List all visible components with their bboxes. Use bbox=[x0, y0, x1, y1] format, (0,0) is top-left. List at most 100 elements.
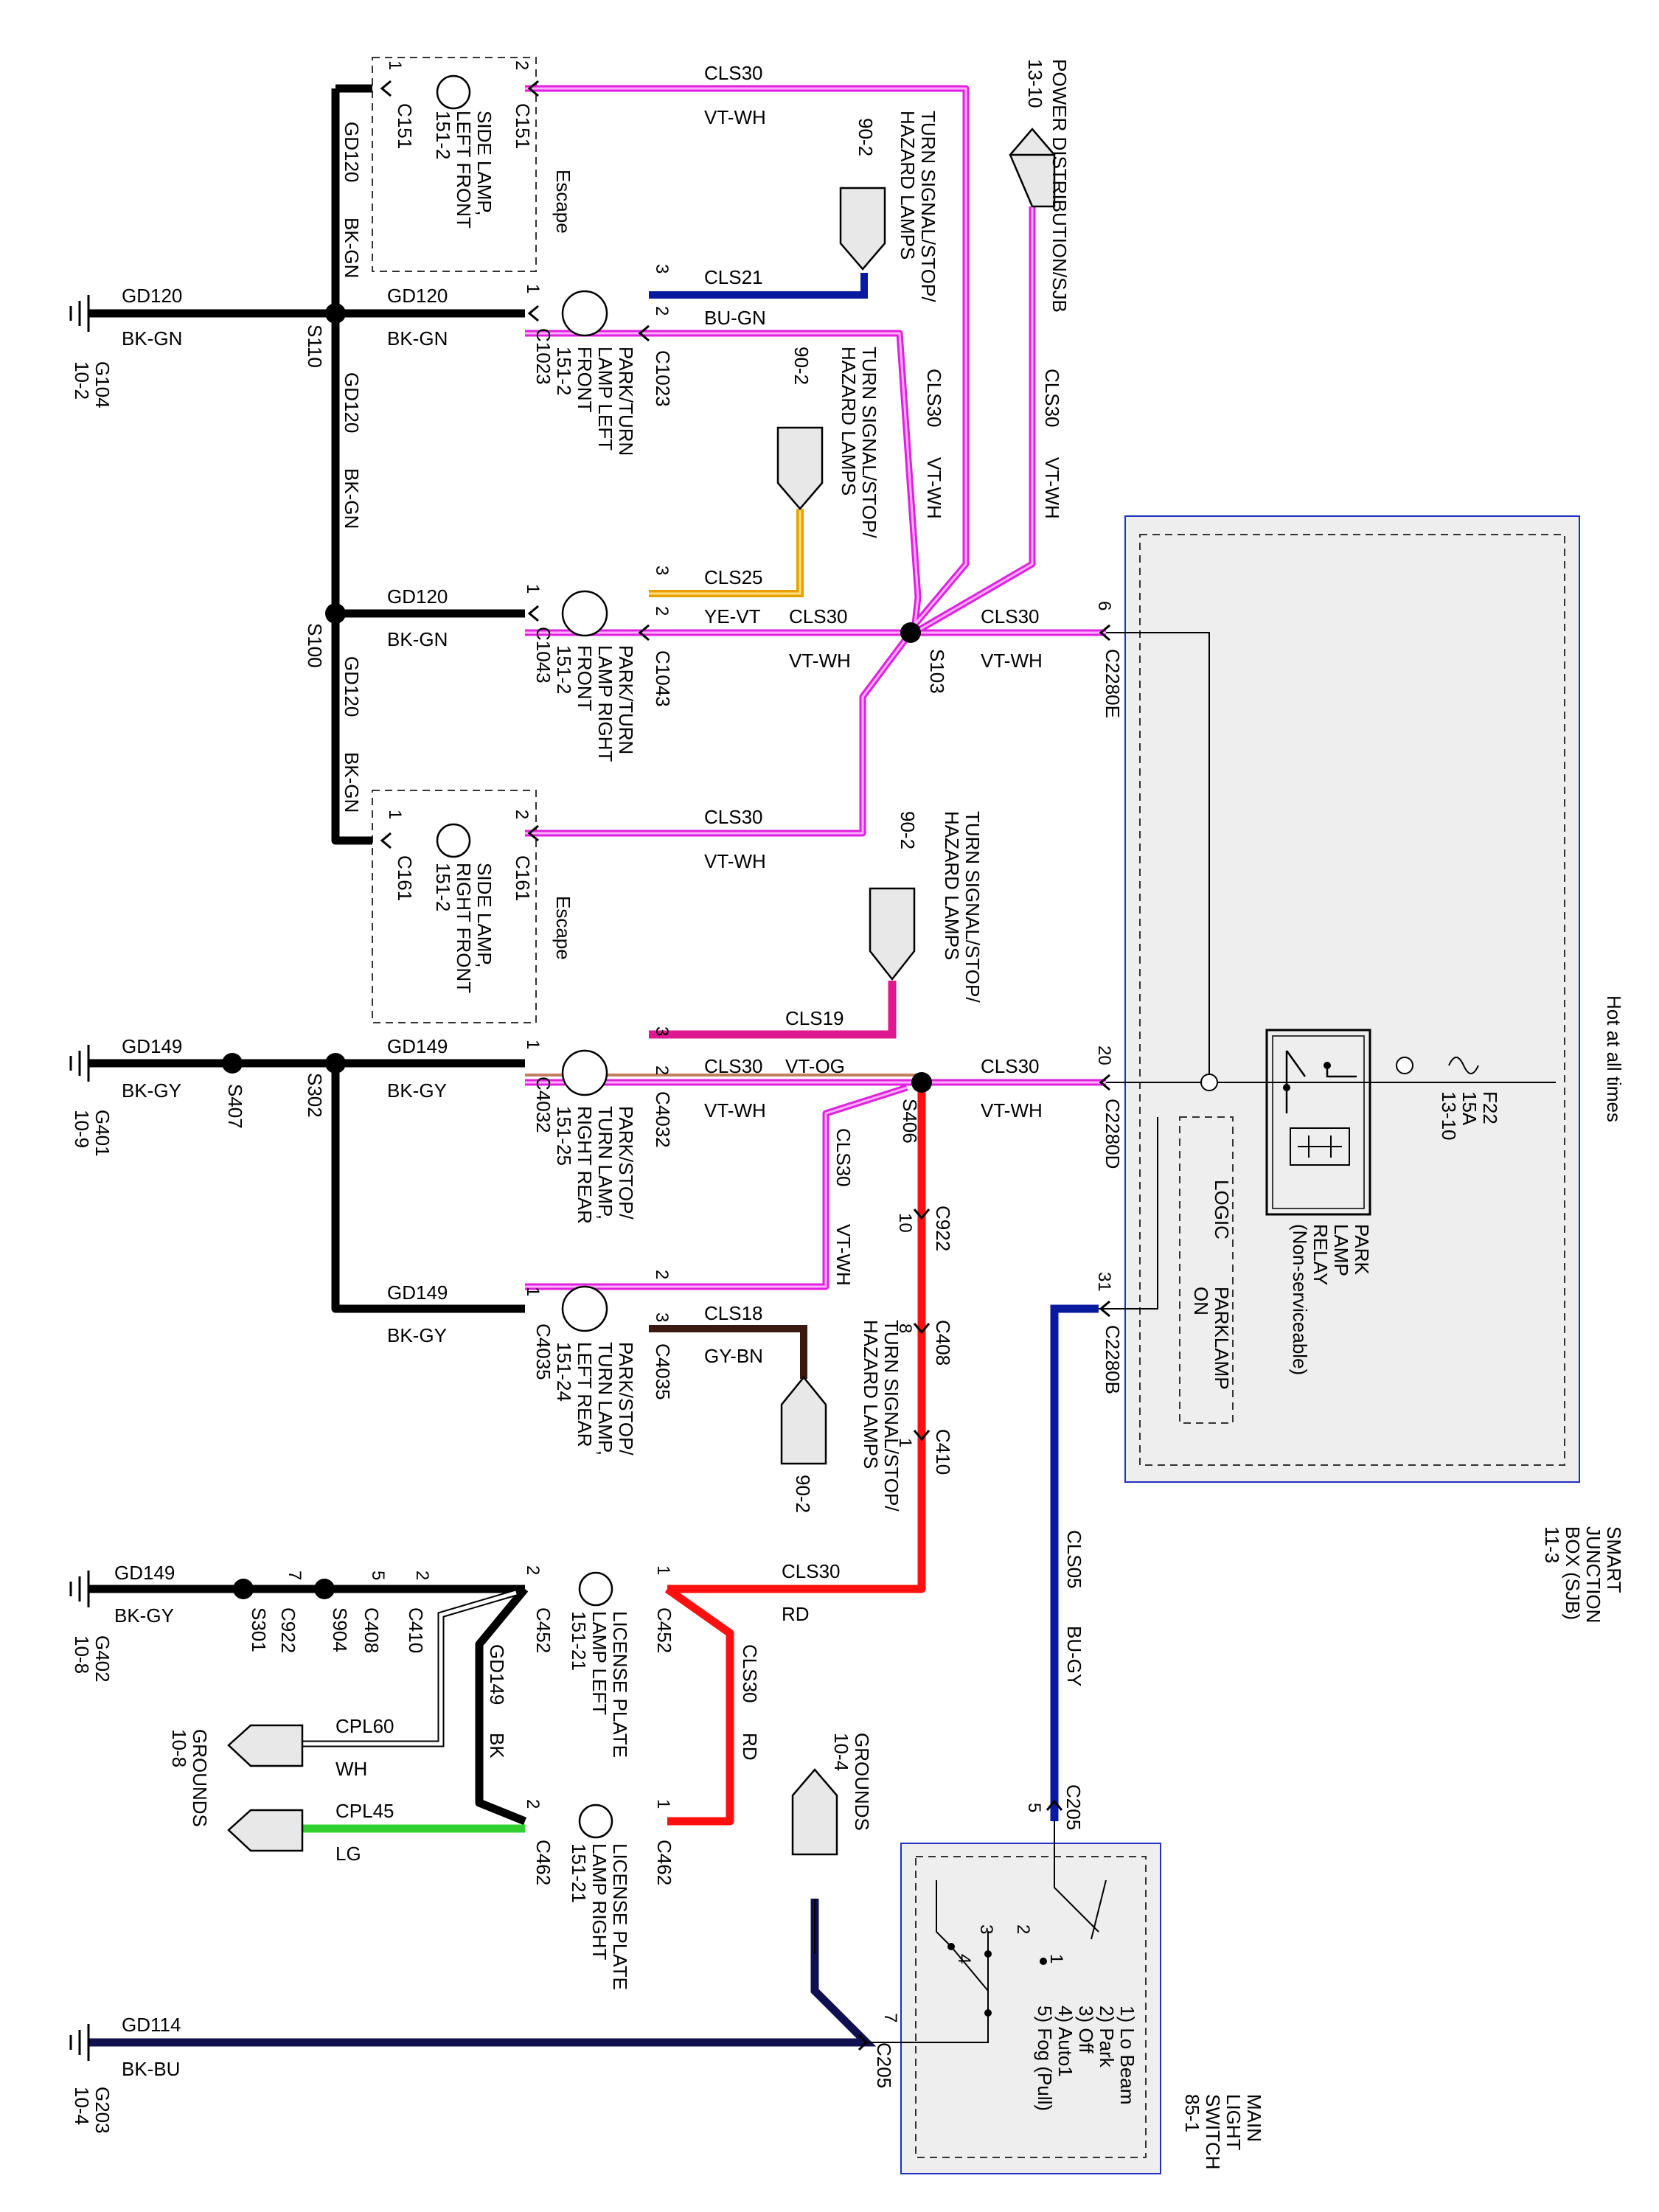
pin-8: 8 bbox=[895, 1324, 915, 1333]
wl-gd149-c: GD149 bbox=[387, 1281, 448, 1304]
side-right-3: 151-2 bbox=[432, 863, 454, 912]
s904-label: S904 bbox=[329, 1607, 351, 1652]
connector-labels: C151 C151 C1023 C1023 C1043 C1043 C161 C… bbox=[277, 103, 1124, 2088]
pin-3-b: 3 bbox=[652, 264, 672, 274]
side-left-2: LEFT FRONT bbox=[453, 111, 475, 229]
parklamp-label-1: PARKLAMP bbox=[1211, 1287, 1233, 1390]
violet-wires bbox=[525, 85, 1106, 1290]
c1023-left: C1023 bbox=[532, 328, 554, 385]
switch-title-2: LIGHT bbox=[1222, 2094, 1245, 2151]
relay-label-4: (Non-serviceable) bbox=[1289, 1224, 1311, 1375]
wl-vtog: VT-OG bbox=[785, 1055, 845, 1077]
sjb-title-2: JUNCTION bbox=[1582, 1526, 1604, 1623]
cls19-wire bbox=[649, 981, 897, 1039]
wl-cls30-d: CLS30 bbox=[704, 806, 763, 828]
park-left-2: LAMP LEFT bbox=[594, 347, 616, 451]
wl-rd-a: RD bbox=[782, 1603, 810, 1625]
vl-cls30-c: CLS30 bbox=[832, 1128, 855, 1187]
c410-lower: C410 bbox=[405, 1607, 427, 1653]
lamp-symbols bbox=[436, 74, 613, 1839]
wl-gybn: GY-BN bbox=[704, 1345, 763, 1367]
side-right-2: RIGHT FRONT bbox=[453, 863, 475, 993]
splice-dots bbox=[222, 303, 932, 1599]
rear-left-2: TURN LAMP, bbox=[594, 1342, 616, 1455]
wl-vtwh-b: VT-WH bbox=[789, 650, 851, 672]
switch-pos-1: 1) Lo Beam bbox=[1116, 2006, 1138, 2104]
switch-pos-2: 2) Park bbox=[1096, 2006, 1118, 2068]
wl-wh: WH bbox=[335, 1758, 367, 1780]
c462-right: C462 bbox=[653, 1840, 675, 1885]
wl-vtwh-f: VT-WH bbox=[981, 1099, 1043, 1121]
wl-cls30-g: CLS30 bbox=[782, 1560, 841, 1582]
pin-3-c: 3 bbox=[652, 566, 672, 575]
switch-pos-3: 3) Off bbox=[1075, 2006, 1097, 2053]
park-right-3: FRONT bbox=[574, 645, 596, 712]
sjb-title-3: BOX (SJB) bbox=[1562, 1526, 1584, 1620]
vl-bugy: BU-GY bbox=[1063, 1626, 1085, 1686]
wl-vtwh-c: VT-WH bbox=[981, 650, 1043, 672]
s406-label: S406 bbox=[899, 1099, 921, 1144]
vl-gd120-c: GD120 bbox=[341, 656, 363, 717]
pin-2-c410: 2 bbox=[412, 1571, 432, 1580]
side-left-3: 151-2 bbox=[432, 111, 454, 160]
sw-pin-4: 4 bbox=[954, 1954, 974, 1964]
grounds-ref-b-code: 10-4 bbox=[830, 1733, 852, 1771]
turn-ref-d3: 90-2 bbox=[792, 1475, 814, 1513]
pin-1-h: 1 bbox=[653, 1799, 673, 1809]
g402-label: G402 bbox=[91, 1635, 114, 1683]
pin-2-e: 2 bbox=[652, 1065, 672, 1075]
g401-ref: 10-9 bbox=[71, 1110, 93, 1148]
wl-bkgy-b: BK-GY bbox=[387, 1079, 447, 1102]
cls05-wire bbox=[1050, 1304, 1099, 1821]
c408-label: C408 bbox=[932, 1320, 954, 1366]
c151-right: C151 bbox=[512, 103, 534, 149]
wl-cls30-b: CLS30 bbox=[789, 605, 848, 627]
side-left-1: SIDE LAMP, bbox=[473, 111, 495, 216]
c452-right: C452 bbox=[653, 1607, 675, 1653]
switch-title-4: 85-1 bbox=[1181, 2094, 1203, 2132]
relay-label-3: RELAY bbox=[1310, 1224, 1332, 1285]
cls25-wire bbox=[649, 509, 804, 597]
park-left-3: FRONT bbox=[574, 347, 596, 413]
c151-left: C151 bbox=[394, 103, 416, 149]
rear-left-1: PARK/STOP/ bbox=[615, 1342, 637, 1455]
rear-right-1: PARK/STOP/ bbox=[615, 1106, 637, 1220]
switch-pos-5: 5) Fog (Pull) bbox=[1034, 2006, 1056, 2111]
g104-ref: 10-2 bbox=[71, 361, 93, 400]
relay-label-1: PARK bbox=[1351, 1224, 1373, 1276]
pin-2-f: 2 bbox=[652, 1270, 672, 1279]
vl-vtwh-b: VT-WH bbox=[1041, 457, 1063, 519]
escape-label-1: Escape bbox=[552, 170, 574, 234]
c2280e-label: C2280E bbox=[1102, 649, 1124, 718]
main-light-switch-box bbox=[900, 1843, 1161, 2174]
turn-ref-a1: TURN SIGNAL/STOP/ bbox=[917, 111, 939, 302]
escape-box-left bbox=[372, 57, 537, 272]
c205-top: C205 bbox=[1062, 1784, 1085, 1830]
pin-31: 31 bbox=[1094, 1272, 1114, 1292]
switch-contacts bbox=[936, 1879, 1107, 2017]
c205-bottom: C205 bbox=[873, 2042, 895, 2088]
g402-ref: 10-8 bbox=[71, 1635, 93, 1674]
rear-left-4: 151-24 bbox=[553, 1342, 575, 1402]
wl-cls21: CLS21 bbox=[704, 266, 763, 288]
c922-label: C922 bbox=[932, 1206, 954, 1251]
vl-bkgn-a: BK-GN bbox=[341, 218, 363, 278]
turn-ref-c3: 90-2 bbox=[897, 811, 919, 849]
s302-label: S302 bbox=[304, 1073, 326, 1118]
turn-ref-a3: 90-2 bbox=[855, 118, 877, 156]
vl-bkgn-c: BK-GN bbox=[341, 752, 363, 813]
power-ref-code: 13-10 bbox=[1024, 59, 1046, 108]
rear-right-3: RIGHT REAR bbox=[574, 1106, 596, 1224]
escape-box-right bbox=[372, 790, 537, 1023]
rear-right-2: TURN LAMP, bbox=[594, 1106, 616, 1220]
s110-label: S110 bbox=[304, 324, 326, 368]
pin-1-f: 1 bbox=[523, 1287, 543, 1296]
fuse-label-2: 15A bbox=[1458, 1091, 1481, 1126]
pin-2-b: 2 bbox=[652, 306, 672, 316]
wl-cls19: CLS19 bbox=[785, 1007, 844, 1029]
parklamp-label-2: ON bbox=[1190, 1287, 1212, 1315]
grounds-ref-a: GROUNDS bbox=[189, 1729, 211, 1827]
c410-label: C410 bbox=[932, 1429, 954, 1475]
rear-left-3: LEFT REAR bbox=[574, 1342, 596, 1447]
